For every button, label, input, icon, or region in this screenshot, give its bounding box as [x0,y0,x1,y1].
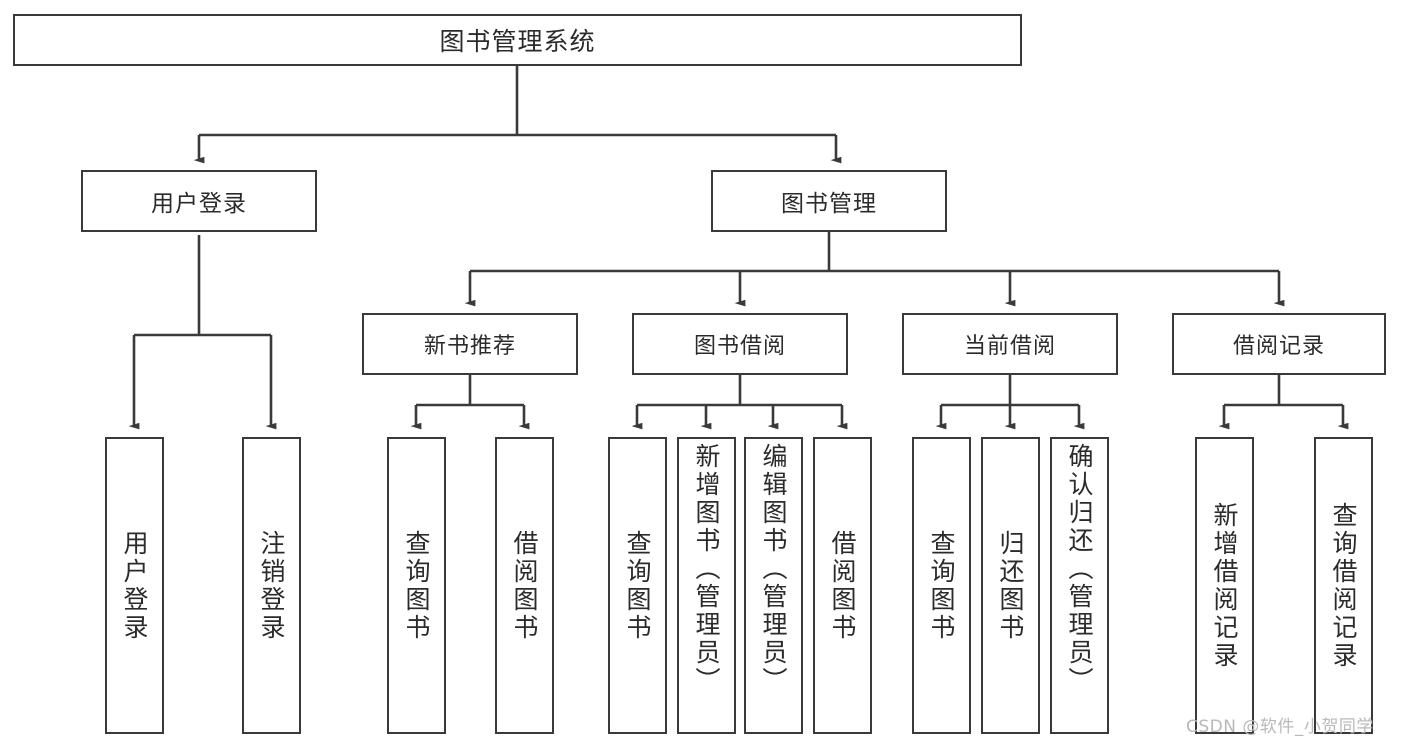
node-book-borrow-label: 图书借阅 [693,334,786,359]
node-borrow-records-label: 借阅记录 [1232,334,1325,359]
leaf-label: 借阅图书 [828,529,857,642]
leaf-label: 查询图书 [402,529,431,642]
leaf-label: 新增图书（管理员） [692,443,721,695]
leaf-current-confirm-return-admin[interactable]: 确认归还（管理员） [1050,437,1109,734]
node-current-borrow[interactable]: 当前借阅 [902,313,1118,375]
leaf-borrow-add-book-admin[interactable]: 新增图书（管理员） [677,437,736,734]
leaf-records-add-record[interactable]: 新增借阅记录 [1195,437,1254,734]
leaf-recommend-query-book[interactable]: 查询图书 [387,437,446,734]
leaf-label: 注销登录 [257,529,286,642]
leaf-label: 确认归还（管理员） [1065,443,1094,695]
leaf-label: 查询图书 [927,529,956,642]
leaf-recommend-borrow-book[interactable]: 借阅图书 [495,437,554,734]
leaf-label: 编辑图书（管理员） [759,443,788,695]
node-new-book-recommend[interactable]: 新书推荐 [362,313,578,375]
leaf-label: 查询借阅记录 [1329,501,1358,670]
node-book-management-label: 图书管理 [781,191,877,217]
node-current-borrow-label: 当前借阅 [963,334,1056,359]
node-user-login-label: 用户登录 [151,191,247,217]
node-root[interactable]: 图书管理系统 [13,14,1022,66]
leaf-label: 借阅图书 [510,529,539,642]
node-borrow-records[interactable]: 借阅记录 [1172,313,1386,375]
node-new-book-recommend-label: 新书推荐 [423,334,516,359]
leaf-user-login-signin[interactable]: 用户登录 [105,437,164,734]
leaf-current-query-book[interactable]: 查询图书 [912,437,971,734]
leaf-label: 新增借阅记录 [1210,501,1239,670]
leaf-label: 归还图书 [996,529,1025,642]
node-book-borrow[interactable]: 图书借阅 [632,313,848,375]
leaf-label: 查询图书 [623,529,652,642]
node-root-label: 图书管理系统 [439,27,596,56]
leaf-user-login-signout[interactable]: 注销登录 [242,437,301,734]
leaf-records-query-record[interactable]: 查询借阅记录 [1314,437,1373,734]
node-user-login[interactable]: 用户登录 [81,170,317,232]
node-book-management[interactable]: 图书管理 [711,170,947,232]
leaf-borrow-borrow-book[interactable]: 借阅图书 [813,437,872,734]
leaf-borrow-edit-book-admin[interactable]: 编辑图书（管理员） [744,437,803,734]
watermark: CSDN @软件_小贺同学 [1186,717,1374,737]
leaf-current-return-book[interactable]: 归还图书 [981,437,1040,734]
leaf-label: 用户登录 [120,529,149,642]
leaf-borrow-query-book[interactable]: 查询图书 [608,437,667,734]
